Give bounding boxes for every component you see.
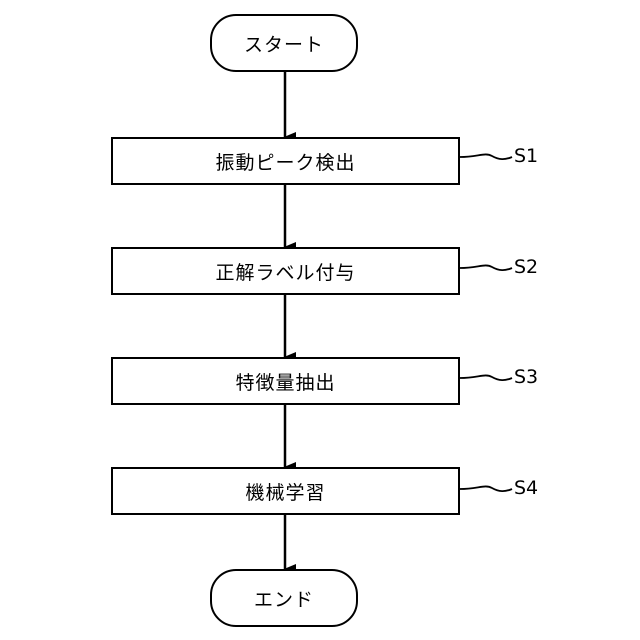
leader-line-s2 (460, 265, 512, 270)
end-label: エンド (254, 585, 314, 612)
process-step-s1: 振動ピーク検出 (111, 137, 460, 185)
step-id-s1: S1 (514, 145, 538, 167)
step-id-s4: S4 (514, 477, 538, 499)
step-id-s2: S2 (514, 256, 538, 278)
process-step-s4-label: 機械学習 (245, 478, 325, 505)
start-label: スタート (244, 30, 324, 57)
process-step-s1-label: 振動ピーク検出 (215, 148, 355, 175)
step-id-s3: S3 (514, 366, 538, 388)
process-step-s2: 正解ラベル付与 (111, 247, 460, 295)
start-terminal: スタート (210, 14, 358, 72)
leader-line-s1 (460, 154, 512, 159)
end-terminal: エンド (210, 569, 358, 627)
process-step-s2-label: 正解ラベル付与 (215, 258, 355, 285)
leader-line-s4 (460, 486, 512, 491)
process-step-s3-label: 特徴量抽出 (235, 368, 335, 395)
process-step-s4: 機械学習 (111, 467, 460, 515)
process-step-s3: 特徴量抽出 (111, 357, 460, 405)
leader-line-s3 (460, 375, 512, 380)
